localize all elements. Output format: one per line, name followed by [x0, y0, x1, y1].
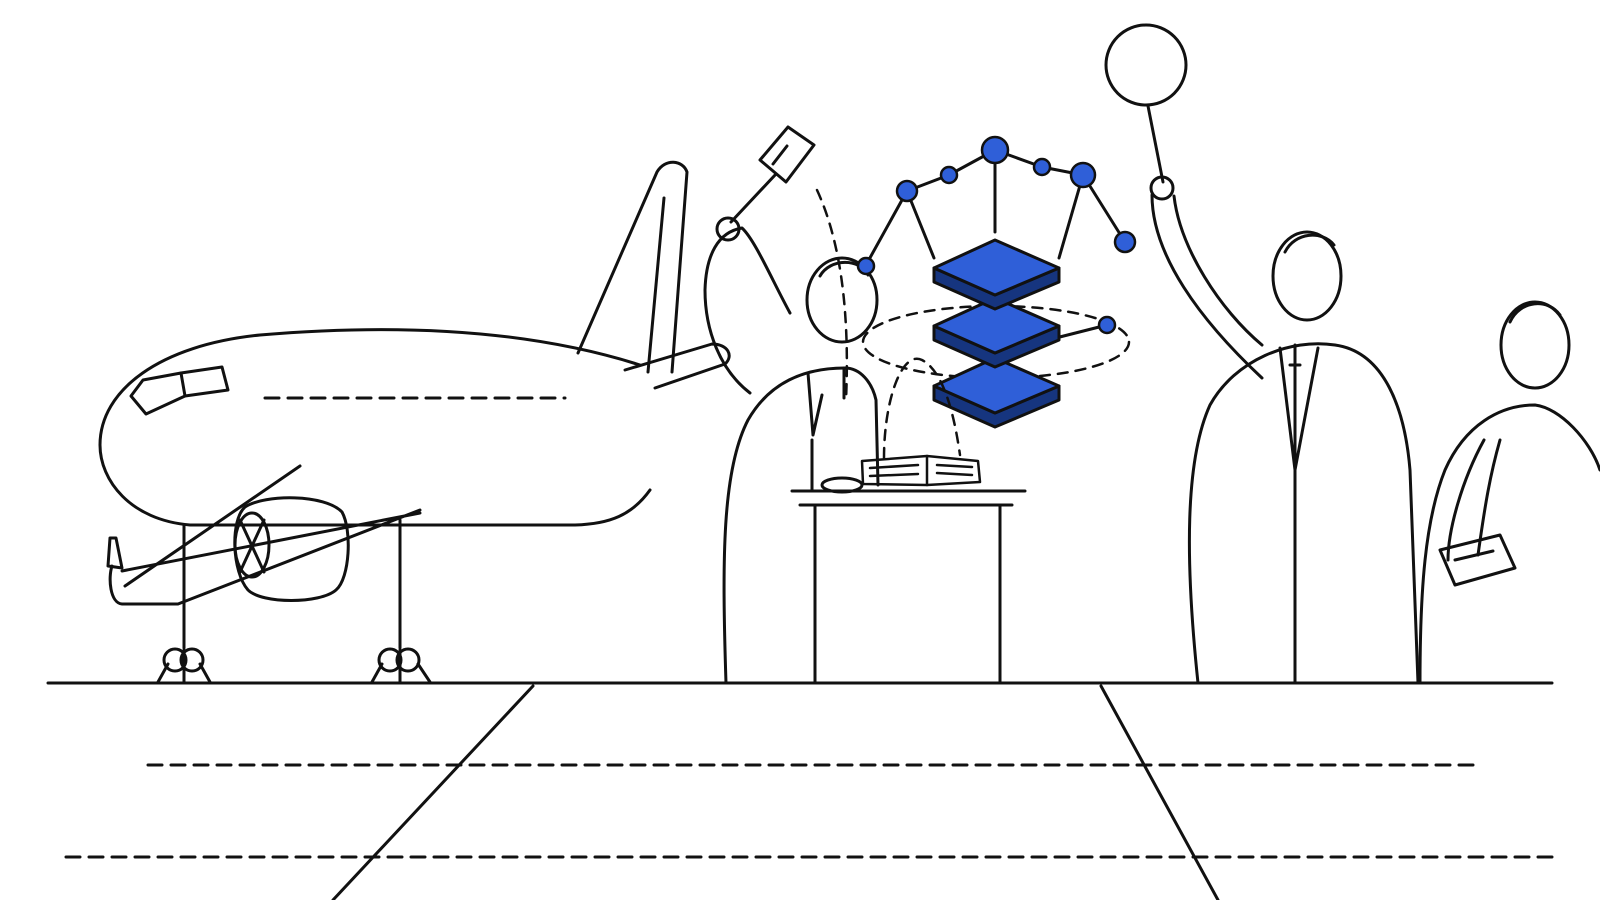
- open-book-icon: [860, 454, 982, 487]
- airplane-landing-gear-rear: [370, 518, 432, 684]
- magnifier-icon: [1104, 23, 1188, 184]
- runway-edge-left: [331, 684, 535, 900]
- runway-edge-right: [1099, 684, 1220, 900]
- airplane-icon: [98, 160, 731, 684]
- data-flow-arc: [882, 357, 962, 460]
- person-icon: [703, 125, 880, 685]
- airplane-tail-fin: [576, 160, 689, 374]
- person-raised-arm: [703, 226, 792, 395]
- airplane-wing: [108, 508, 422, 606]
- person-raised-arm: [1150, 193, 1264, 380]
- person-body: [722, 366, 880, 685]
- podium-icon: [790, 476, 1027, 685]
- layer-bottom: [932, 356, 1061, 429]
- person-icon: [1104, 23, 1420, 685]
- airplane-engine: [233, 496, 350, 602]
- airplane-fuselage: [98, 328, 652, 527]
- airplane-landing-gear-front: [156, 523, 212, 684]
- person-body: [1187, 342, 1420, 685]
- airplane-cockpit-window: [129, 371, 187, 416]
- person-body: [1418, 403, 1600, 685]
- layer-middle: [932, 296, 1061, 369]
- tablet-icon: [758, 125, 816, 184]
- person-icon: [1418, 300, 1600, 685]
- person-head: [1499, 300, 1571, 390]
- runway-icon: [46, 681, 1554, 900]
- person-head: [805, 256, 879, 344]
- layer-top: [932, 238, 1061, 311]
- layer-stack-icon: [932, 238, 1061, 429]
- airplane-stabilizer: [623, 342, 731, 390]
- network-node-icon: [856, 135, 1137, 335]
- person-head: [1271, 230, 1343, 322]
- signal-arc: [815, 188, 849, 402]
- badge-icon: [1438, 533, 1517, 587]
